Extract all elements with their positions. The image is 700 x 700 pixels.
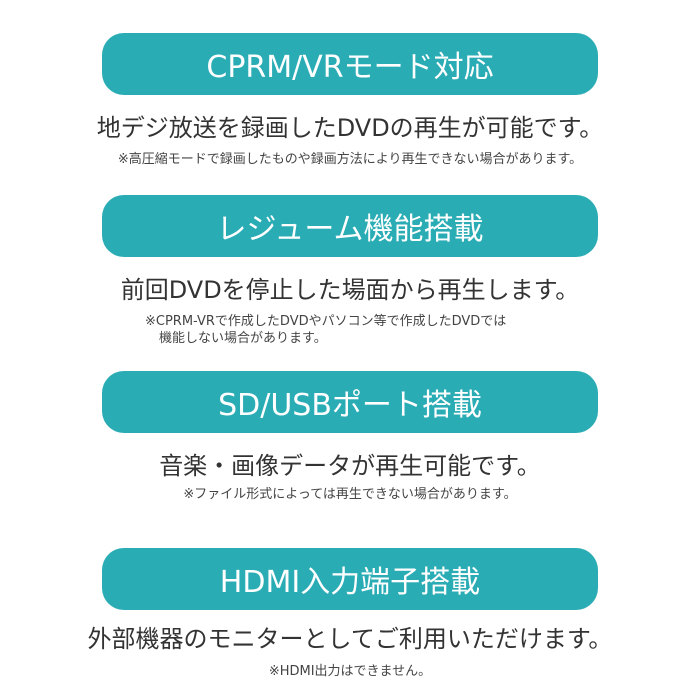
- feature-note: ※CPRM-VRで作成したDVDやパソコン等で作成したDVDでは 機能しない場合…: [145, 313, 506, 347]
- feature-heading-sd-usb: SD/USBポート搭載: [102, 371, 598, 433]
- feature-title: レジューム機能搭載: [216, 212, 484, 247]
- feature-note: ※高圧縮モードで録画したものや録画方法により再生できない場合があります。: [117, 152, 583, 167]
- feature-heading-resume: レジューム機能搭載: [102, 195, 598, 257]
- feature-title: HDMI入力端子搭載: [219, 565, 481, 600]
- feature-heading-cprm-vr: CPRM/VRモード対応: [102, 33, 598, 95]
- feature-description: 外部機器のモニターとしてご利用いただけます。: [87, 625, 613, 653]
- feature-title: SD/USBポート搭載: [218, 388, 482, 423]
- feature-note-line: 機能しない場合があります。: [159, 331, 327, 346]
- feature-description: 音楽・画像データが再生可能です。: [159, 452, 541, 480]
- feature-note: ※ファイル形式によっては再生できない場合があります。: [183, 487, 517, 502]
- feature-note: ※HDMI出力はできません。: [268, 664, 432, 679]
- feature-heading-hdmi: HDMI入力端子搭載: [102, 548, 598, 610]
- feature-note-line: ※CPRM-VRで作成したDVDやパソコン等で作成したDVDでは: [145, 314, 507, 329]
- feature-title: CPRM/VRモード対応: [206, 50, 494, 85]
- feature-description: 地デジ放送を録画したDVDの再生が可能です。: [96, 114, 604, 142]
- feature-description: 前回DVDを停止した場面から再生します。: [120, 276, 580, 304]
